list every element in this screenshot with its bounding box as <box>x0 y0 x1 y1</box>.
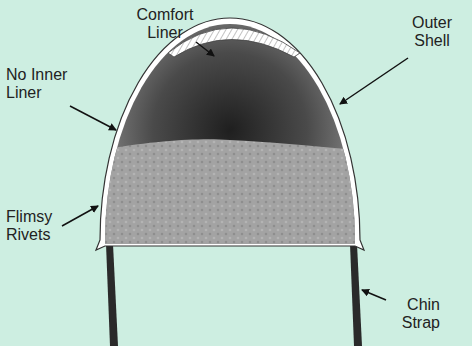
chin-strap <box>106 244 118 346</box>
chin-strap <box>350 244 362 346</box>
part-label: Chin Strap <box>388 296 440 332</box>
comfort-liner <box>168 28 300 57</box>
part-label: Flimsy Rivets <box>6 208 66 244</box>
outer-shell <box>96 18 364 250</box>
padding-texture <box>100 139 360 250</box>
part-label: Outer Shell <box>402 14 462 50</box>
part-label: No Inner Liner <box>6 66 76 102</box>
part-label: Comfort Liner <box>132 6 198 42</box>
leader-lines <box>62 42 408 300</box>
